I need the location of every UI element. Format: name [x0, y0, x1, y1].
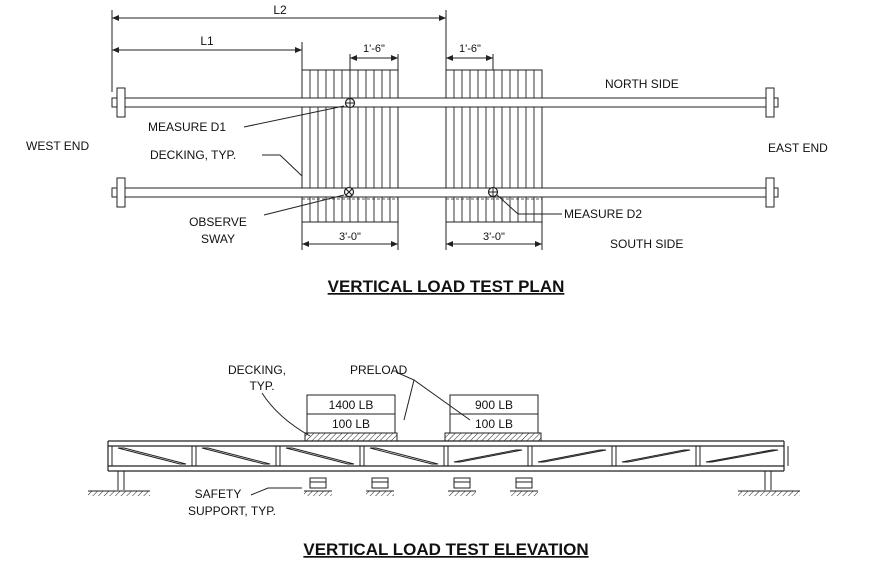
truss-diagonal — [201, 447, 271, 465]
measure-d2-label: MEASURE D2 — [564, 207, 642, 221]
dimension-l2: L2 — [111, 3, 447, 92]
load-right-bottom: 100 LB — [475, 417, 513, 431]
safety-support-block — [515, 477, 533, 489]
observe-label: OBSERVE — [189, 215, 247, 229]
south-rail — [111, 177, 779, 208]
safety-support-hatch — [510, 491, 538, 496]
leader-measure-d1 — [243, 105, 345, 128]
truss — [107, 440, 789, 472]
plan-title: VERTICAL LOAD TEST PLAN — [328, 277, 565, 296]
sway-label: SWAY — [201, 232, 235, 246]
elevation-view: 1400 LB 100 LB 900 LB 100 LB DECKING, TY… — [88, 363, 800, 559]
dim-w1-label: 1'-6" — [363, 43, 385, 55]
safety-support-block — [309, 477, 327, 489]
truss-diagonal — [369, 447, 439, 465]
plan-view: L2 L1 1'-6" 1'-6" — [26, 3, 828, 296]
safety-support-label: SUPPORT, TYP. — [188, 504, 276, 518]
decking-panel-east — [445, 69, 543, 223]
load-left-top: 1400 LB — [329, 398, 374, 412]
elevation-title: VERTICAL LOAD TEST ELEVATION — [303, 540, 588, 559]
leader-preload-right — [413, 379, 471, 421]
safety-support-block — [453, 477, 471, 489]
north-side-label: NORTH SIDE — [605, 77, 679, 91]
truss-supports — [117, 471, 772, 490]
elev-decking-typ-label: TYP. — [249, 379, 274, 393]
west-end-label: WEST END — [26, 139, 89, 153]
load-left-bottom: 100 LB — [332, 417, 370, 431]
truss-diagonal — [453, 449, 523, 463]
east-end-label: EAST END — [768, 141, 828, 155]
safety-support-hatch — [366, 491, 394, 496]
safety-support-hatch — [448, 491, 476, 496]
elevation-decking-left — [304, 432, 398, 442]
load-stack-right: 900 LB 100 LB — [449, 394, 539, 434]
safety-label: SAFETY — [195, 487, 242, 501]
preload-label: PRELOAD — [350, 363, 408, 377]
ground-left — [88, 490, 150, 496]
truss-diagonal — [117, 447, 187, 465]
truss-diagonal — [537, 449, 607, 463]
leader-measure-d2 — [496, 194, 519, 215]
ground-right — [738, 490, 800, 496]
elevation-decking-right — [444, 432, 542, 442]
dimension-w2: 1'-6" — [446, 43, 494, 70]
leader-decking-2 — [279, 154, 303, 177]
dim-d1-label: 3'-0" — [339, 231, 361, 243]
elev-decking-label: DECKING, — [228, 363, 286, 377]
dim-l1-label: L1 — [200, 34, 214, 48]
north-rail — [111, 87, 779, 118]
leader-observe — [263, 194, 345, 216]
dim-w2-label: 1'-6" — [459, 43, 481, 55]
measure-d2-point — [487, 186, 499, 198]
decking-panel-west — [301, 69, 399, 223]
load-right-top: 900 LB — [475, 398, 513, 412]
south-side-label: SOUTH SIDE — [610, 237, 683, 251]
truss-diagonal — [705, 449, 779, 463]
dimension-d2: 3'-0" — [445, 222, 543, 250]
truss-diagonal — [285, 447, 355, 465]
truss-diagonal — [621, 449, 691, 463]
dim-d2-label: 3'-0" — [483, 231, 505, 243]
leader-safety — [250, 487, 302, 496]
dimension-d1: 3'-0" — [301, 222, 399, 250]
safety-support-block — [371, 477, 389, 489]
leader-elev-decking — [261, 392, 311, 437]
safety-support-hatch — [304, 491, 332, 496]
dim-l2-label: L2 — [273, 3, 287, 17]
decking-label: DECKING, TYP. — [150, 148, 236, 162]
dimension-l1: L1 — [112, 34, 303, 70]
measure-d1-point — [344, 97, 356, 109]
observe-sway-point — [343, 186, 355, 198]
safety-supports — [304, 477, 538, 496]
load-stack-left: 1400 LB 100 LB — [306, 394, 396, 434]
leader-preload-left — [395, 371, 415, 421]
measure-d1-label: MEASURE D1 — [148, 120, 226, 134]
